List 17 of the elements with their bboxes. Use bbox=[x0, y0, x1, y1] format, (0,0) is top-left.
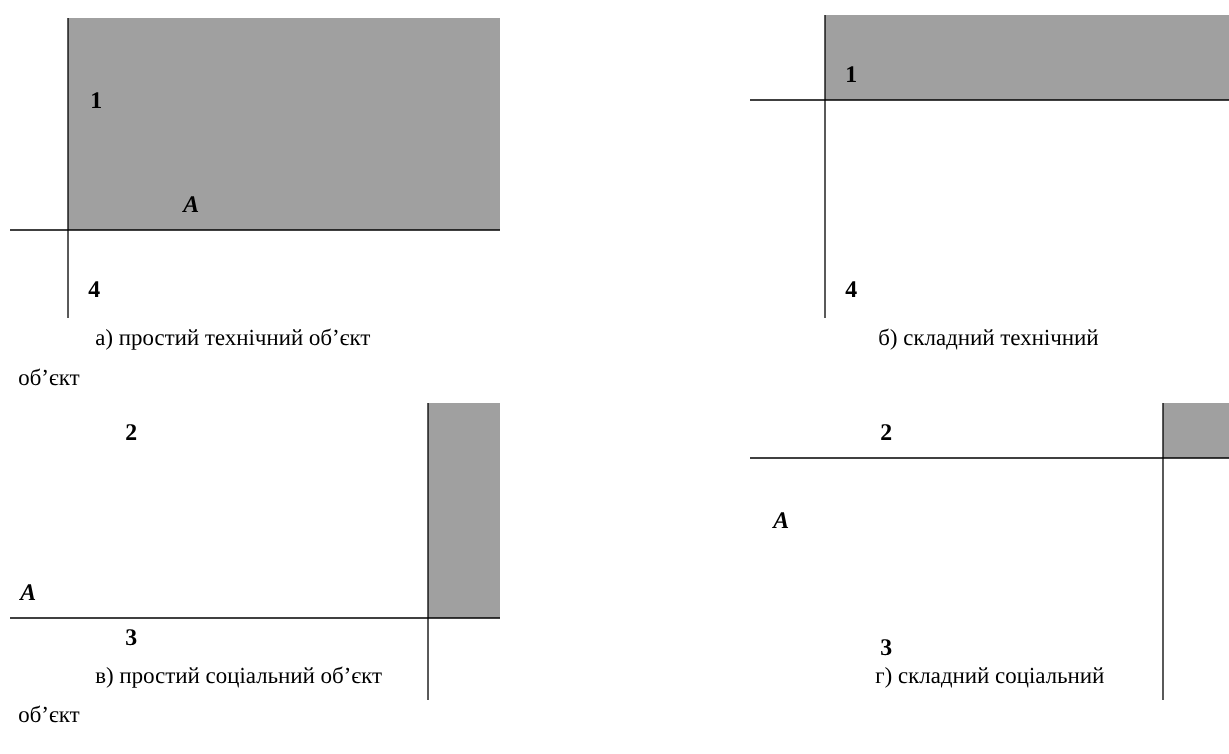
object-letter: A bbox=[771, 512, 789, 528]
caption: г) складний соціальний bbox=[875, 667, 1104, 688]
caption: а) простий технічний об’єкт bbox=[96, 328, 371, 350]
quadrant-number: 2 bbox=[881, 424, 892, 440]
quadrant-number: 3 bbox=[126, 629, 137, 646]
quadrant-number: 3 bbox=[881, 639, 892, 656]
quadrant-number: 4 bbox=[845, 281, 857, 297]
caption: в) простий соціальний об’єкт bbox=[95, 666, 382, 688]
caption: б) складний технічний bbox=[879, 328, 1099, 350]
quadrant-number: 2 bbox=[126, 424, 137, 440]
caption: об’єкт bbox=[19, 705, 80, 723]
quadrant-number: 1 bbox=[847, 66, 856, 82]
caption: об’єкт bbox=[19, 368, 80, 386]
object-letter: A bbox=[18, 584, 36, 600]
quadrant-number: 4 bbox=[88, 281, 100, 297]
quadrant-number: 1 bbox=[92, 92, 101, 108]
object-letter: A bbox=[181, 196, 199, 212]
